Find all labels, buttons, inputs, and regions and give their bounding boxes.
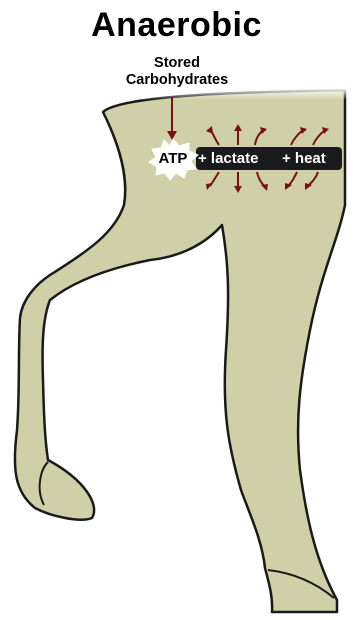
lactate-label: + lactate <box>198 150 258 167</box>
atp-label: ATP <box>150 150 196 167</box>
source-label-line1: Stored <box>92 55 262 72</box>
source-label-line2: Carbohydrates <box>92 72 262 89</box>
heat-label: + heat <box>282 150 326 167</box>
top-fade <box>100 88 353 100</box>
source-label: Stored Carbohydrates <box>92 55 262 89</box>
diagram-title: Anaerobic <box>0 8 353 42</box>
